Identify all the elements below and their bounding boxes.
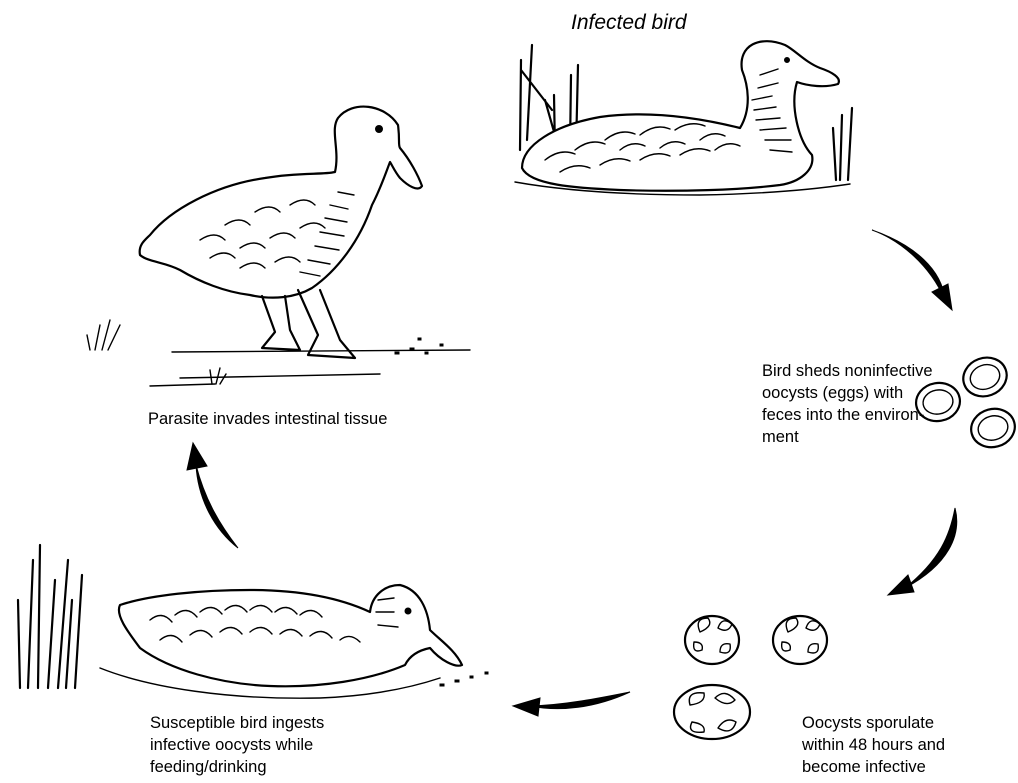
parasitized-bird-illustration (87, 107, 470, 386)
label-line: within 48 hours and (802, 734, 945, 756)
cycle-arrow-2 (888, 508, 957, 595)
label-line: Parasite invades intestinal tissue (148, 408, 387, 430)
cycle-arrow-3 (513, 692, 630, 716)
label-line: become infective (802, 756, 945, 778)
label-line: feeding/drinking (150, 756, 324, 778)
label-line: ment (762, 426, 933, 448)
stage-label-sporulation: Oocysts sporulate within 48 hours and be… (802, 712, 945, 778)
stage-label-shed-oocysts: Bird sheds noninfective oocysts (eggs) w… (762, 360, 933, 448)
stage-label-ingestion: Susceptible bird ingests infective oocys… (150, 712, 324, 778)
label-line: Susceptible bird ingests (150, 712, 324, 734)
cycle-arrow-4 (187, 443, 238, 548)
cycle-arrow-1 (872, 230, 952, 310)
label-line: oocysts (eggs) with (762, 382, 933, 404)
infected-bird-illustration (515, 41, 852, 195)
label-line: Bird sheds noninfective (762, 360, 933, 382)
susceptible-bird-illustration (18, 545, 488, 698)
label-line: infective oocysts while (150, 734, 324, 756)
label-line: Oocysts sporulate (802, 712, 945, 734)
stage-label-invasion: Parasite invades intestinal tissue (148, 408, 387, 430)
label-line: feces into the environ- (762, 404, 933, 426)
diagram-title: Infected bird (571, 10, 687, 36)
